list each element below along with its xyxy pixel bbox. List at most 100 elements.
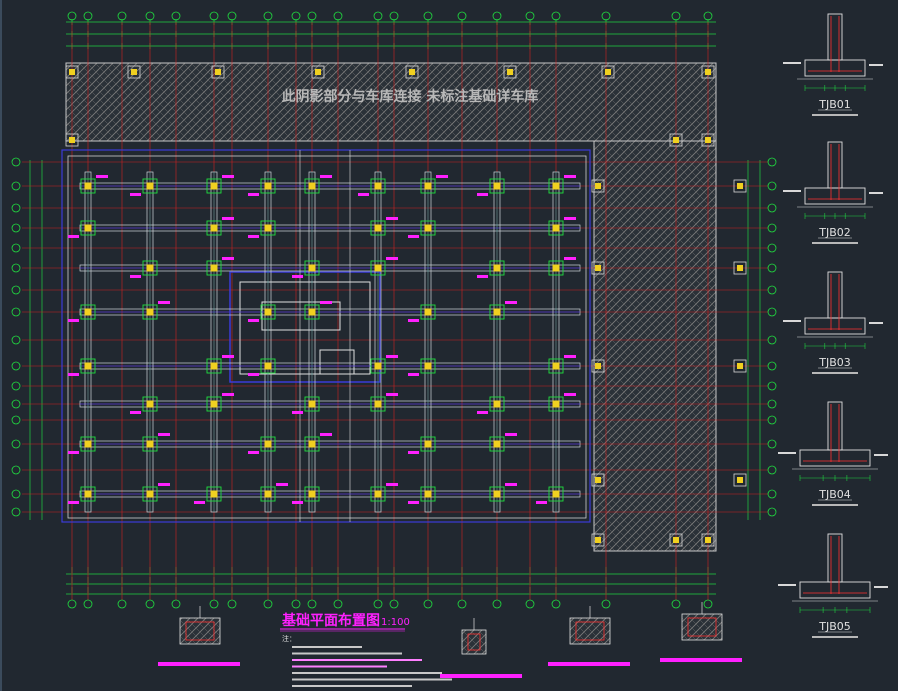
garage-column-symbol [409,69,415,75]
column-symbol [424,224,432,232]
garage-hatch-region [65,62,717,552]
footing-tag-mark [536,501,547,504]
axis-bubble-bottom [492,599,502,609]
axis-bubble-left [11,243,21,253]
column-footing-outline [142,436,158,452]
note-line [292,665,387,668]
column-symbol [308,264,316,272]
node-section [461,629,487,655]
axis-bubble-left [11,157,21,167]
garage-column-outline [127,65,141,79]
column-footing-outline [80,486,96,502]
column-symbol [146,400,154,408]
column-footing-outline [304,260,320,276]
footing-tag-mark [68,373,79,376]
node-detail-2 [440,618,522,678]
column-footing-outline [142,304,158,320]
detail-id-label: TJB02 [818,226,851,239]
garage-column-outline [591,179,605,193]
axis-bubble-right [767,157,777,167]
axis-bubble-top [263,11,273,21]
node-rebar [185,621,215,641]
column-symbol [493,440,501,448]
garage-column-outline [733,359,747,373]
axis-bubble-top [601,11,611,21]
column-symbol [264,440,272,448]
axis-bubble-top [209,11,219,21]
node-rebar [687,617,717,637]
footing-tag-mark [158,483,170,486]
garage-column-symbol [605,69,611,75]
axis-bubble-bottom [389,599,399,609]
column-symbol [374,362,382,370]
garage-column-outline [65,65,79,79]
axis-bubble-right [767,263,777,273]
garage-column-symbol [705,137,711,143]
column-footing-outline [370,486,386,502]
garage-column-symbol [69,69,75,75]
column-symbol [308,400,316,408]
axis-bubble-right [767,181,777,191]
footing-tag-mark [408,235,419,238]
note-line [292,652,402,655]
axis-bubble-bottom [525,599,535,609]
axis-bubble-bottom [117,599,127,609]
column-symbol [552,362,560,370]
garage-column-symbol [673,537,679,543]
column-footing-outline [548,178,564,194]
footing-stem [827,141,843,189]
axis-bubble-right [767,415,777,425]
garage-column-symbol [595,183,601,189]
axis-bubble-top [492,11,502,21]
axis-bubble-top [671,11,681,21]
garage-column-symbol [595,537,601,543]
footing-tag-mark [436,175,448,178]
footing-tag-mark [292,501,303,504]
column-symbol [308,182,316,190]
garage-column-outline [405,65,419,79]
column-footing-outline [370,358,386,374]
column-symbol [424,308,432,316]
footing-tag-mark [292,275,303,278]
detail-note-mark [812,242,858,244]
axis-bubble-top [457,11,467,21]
detail-label-mark [874,454,888,456]
axis-bubble-bottom [601,599,611,609]
column-footing-outline [489,304,505,320]
detail-id-label: TJB05 [818,620,851,633]
axis-bubble-bottom [703,599,713,609]
axis-bubble-left [11,465,21,475]
note-line [292,646,362,648]
axis-bubble-left [11,507,21,517]
column-footing-outline [260,178,276,194]
drawing-title-block: 基础平面布置图 1:100 注： [280,612,452,687]
axis-bubble-top [423,11,433,21]
column-footing-outline [420,358,436,374]
axis-bubble-bottom [307,599,317,609]
garage-column-outline [65,133,79,147]
footing-tag-mark [276,483,288,486]
note-line [292,685,412,687]
garage-column-outline [311,65,325,79]
footing-stem [827,533,843,583]
axis-bubble-bottom [227,599,237,609]
column-symbol [146,308,154,316]
axis-bubble-bottom [145,599,155,609]
axis-bubble-left [11,285,21,295]
axis-bubble-left [11,203,21,213]
detail-note-mark [812,636,858,638]
note-line [292,659,422,661]
garage-column-outline [733,179,747,193]
garage-column-symbol [673,137,679,143]
axis-bubble-right [767,361,777,371]
column-footing-outline [206,396,222,412]
column-symbol [264,362,272,370]
column-footing-outline [142,396,158,412]
column-footing-outline [370,260,386,276]
column-footing-outline [304,486,320,502]
garage-column-outline [591,533,605,547]
footing-base [804,59,866,77]
node-detail-4 [660,602,742,662]
garage-column-outline [669,533,683,547]
